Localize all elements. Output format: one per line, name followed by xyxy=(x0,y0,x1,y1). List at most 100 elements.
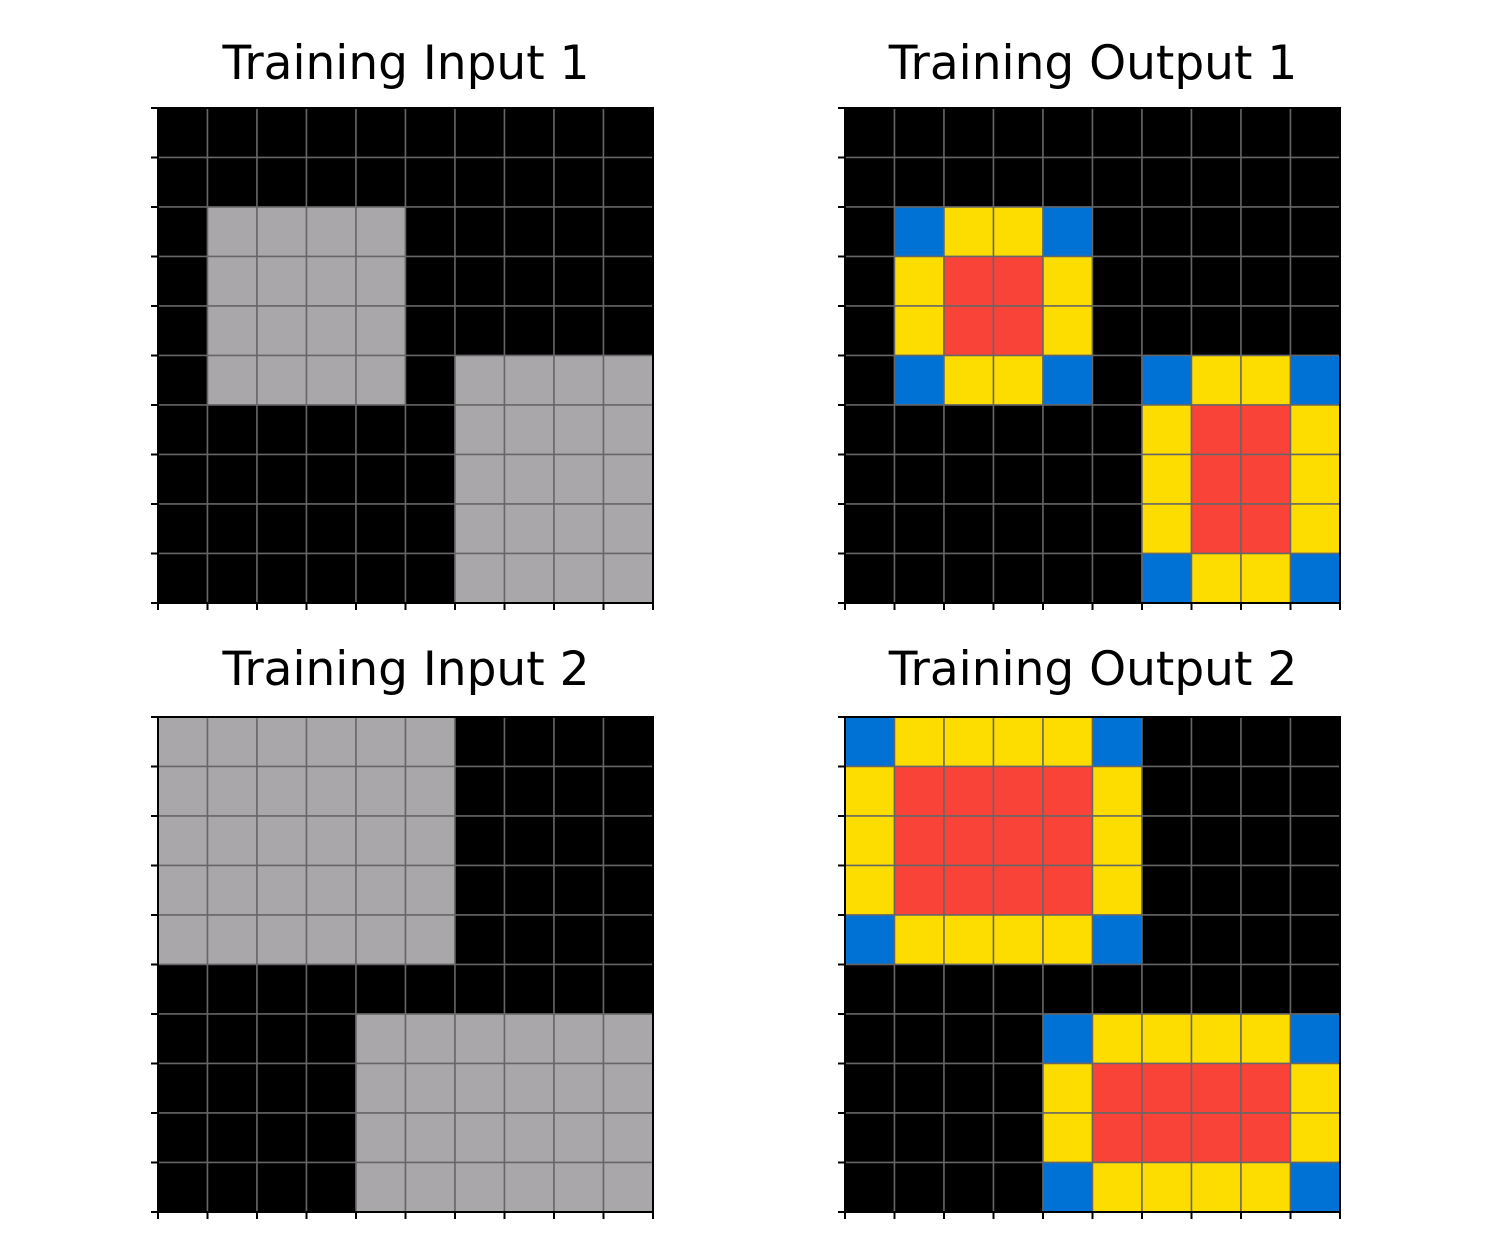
grid-cell xyxy=(943,255,995,307)
grid-cell xyxy=(893,1013,945,1065)
grid-cell xyxy=(454,156,506,208)
grid-cell xyxy=(1091,815,1143,867)
grid-cell xyxy=(992,815,1044,867)
grid-cell xyxy=(157,765,209,817)
grid-cell xyxy=(157,864,209,916)
grid-cell xyxy=(992,156,1044,208)
grid-cell xyxy=(256,914,308,966)
grid-cell xyxy=(1042,1062,1094,1114)
grid-cell xyxy=(1141,255,1193,307)
grid-cell xyxy=(1289,354,1341,406)
grid-cell xyxy=(893,963,945,1015)
grid-cell xyxy=(454,107,506,159)
grid-cell xyxy=(1042,503,1094,555)
grid-cell xyxy=(1190,305,1242,357)
grid-cell xyxy=(503,503,555,555)
grid-cell xyxy=(157,552,209,604)
grid-cell xyxy=(553,914,605,966)
grid-cell xyxy=(553,404,605,456)
grid-cell xyxy=(943,1161,995,1213)
grid-cell xyxy=(553,354,605,406)
grid-cell xyxy=(404,1161,456,1213)
grid-cell xyxy=(1240,255,1292,307)
grid-cell xyxy=(206,1062,258,1114)
grid-cell xyxy=(1042,305,1094,357)
panel-title-training-output-2: Training Output 2 xyxy=(888,642,1298,697)
grid-cell xyxy=(206,404,258,456)
grid-cell xyxy=(1141,1161,1193,1213)
grid-cell xyxy=(206,354,258,406)
grid-cell xyxy=(893,453,945,505)
grid-cell xyxy=(454,1161,506,1213)
grid-cell xyxy=(1141,716,1193,768)
grid-cell xyxy=(553,503,605,555)
grid-cell xyxy=(992,404,1044,456)
grid-cell xyxy=(206,305,258,357)
grid-cell xyxy=(454,914,506,966)
grid-cell xyxy=(503,914,555,966)
grid-cell xyxy=(1190,1161,1242,1213)
grid-cell xyxy=(355,1161,407,1213)
grid-cell xyxy=(602,914,654,966)
grid-cell xyxy=(992,354,1044,406)
grid-cell xyxy=(602,1062,654,1114)
grid-cell xyxy=(1091,765,1143,817)
grid-cell xyxy=(943,914,995,966)
grid-cell xyxy=(1240,1161,1292,1213)
grid-cell xyxy=(503,255,555,307)
grid-cell xyxy=(256,503,308,555)
grid-cell xyxy=(1240,354,1292,406)
grid-cell xyxy=(1091,156,1143,208)
grid-cell xyxy=(1042,1112,1094,1164)
grid-cell xyxy=(503,453,555,505)
grid-cell xyxy=(1141,156,1193,208)
grid-cell xyxy=(404,206,456,258)
grid-cell xyxy=(206,503,258,555)
grid-cell xyxy=(1240,404,1292,456)
grid-cell xyxy=(206,963,258,1015)
grid-cell xyxy=(1289,255,1341,307)
panel-title-training-output-1: Training Output 1 xyxy=(888,36,1298,91)
grid-cell xyxy=(1141,206,1193,258)
grid-cell xyxy=(1240,716,1292,768)
grid-cell xyxy=(1091,255,1143,307)
grid-cell xyxy=(893,156,945,208)
grid-cell xyxy=(206,552,258,604)
grid-cell xyxy=(404,1013,456,1065)
grid-cell xyxy=(1190,1013,1242,1065)
grid-cell xyxy=(256,305,308,357)
grid-cell xyxy=(256,404,308,456)
grid-cell xyxy=(943,305,995,357)
grid-cell xyxy=(503,864,555,916)
grid-cell xyxy=(553,453,605,505)
grid-cell xyxy=(1289,963,1341,1015)
grid-cell xyxy=(992,1112,1044,1164)
grid-cell xyxy=(256,354,308,406)
grid-cell xyxy=(602,156,654,208)
grid-cell xyxy=(157,503,209,555)
grid-cell xyxy=(1141,1062,1193,1114)
grid-cell xyxy=(355,914,407,966)
grid-cell xyxy=(602,453,654,505)
grid-cell xyxy=(1289,914,1341,966)
grid-cell xyxy=(943,765,995,817)
grid-cell xyxy=(503,1013,555,1065)
grid-cell xyxy=(355,1112,407,1164)
grid-cell xyxy=(454,864,506,916)
grid-cell xyxy=(404,156,456,208)
grid-cell xyxy=(157,206,209,258)
grid-cell xyxy=(1042,552,1094,604)
grid-cell xyxy=(602,206,654,258)
grid-cell xyxy=(1091,107,1143,159)
grid-cell xyxy=(943,156,995,208)
grid-cell xyxy=(1141,453,1193,505)
grid-cell xyxy=(454,1062,506,1114)
grid-cell xyxy=(992,1062,1044,1114)
grid-cell xyxy=(992,503,1044,555)
grid-cell xyxy=(1190,404,1242,456)
grid-cell xyxy=(355,864,407,916)
grid-cell xyxy=(893,864,945,916)
grid-cell xyxy=(1289,305,1341,357)
grid-cell xyxy=(355,716,407,768)
grid-cell xyxy=(256,107,308,159)
